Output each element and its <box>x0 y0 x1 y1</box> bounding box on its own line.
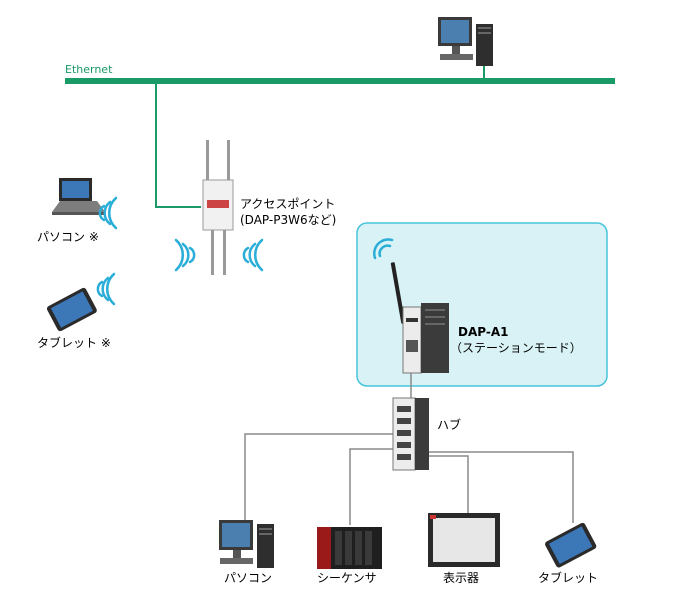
wired-tablet-label: タブレット <box>538 571 599 585</box>
ethernet-backbone <box>65 78 615 84</box>
wired-pc-label: パソコン <box>224 571 273 585</box>
hmi-display-icon <box>428 513 500 567</box>
dap-a1-mode-label: （ステーションモード） <box>450 341 582 355</box>
access-point-name-label: アクセスポイント <box>240 197 336 211</box>
wireless-waves <box>96 196 394 306</box>
dap-a1-name-label: DAP-A1 <box>458 325 509 339</box>
plc-icon <box>317 527 382 569</box>
desktop-pc-icon <box>438 17 493 66</box>
tablet-icon <box>46 287 97 332</box>
sequencer-label: シーケンサ <box>317 571 377 585</box>
hub-links <box>244 373 574 525</box>
desktop-pc-icon <box>219 520 274 568</box>
tablet-icon <box>545 522 597 568</box>
laptop-icon <box>52 178 105 215</box>
dap-a1-device-icon <box>390 262 449 374</box>
display-label: 表示器 <box>443 571 480 585</box>
switching-hub-icon <box>392 397 429 471</box>
ethernet-label: Ethernet <box>65 63 113 76</box>
hub-label: ハブ <box>437 418 462 432</box>
ethernet-drop-to-access-point <box>155 84 201 208</box>
wireless-pc-label: パソコン ※ <box>37 230 99 244</box>
access-point-model-label: (DAP-P3W6など) <box>240 213 337 227</box>
station-mode-highlight-box <box>356 222 608 387</box>
wireless-tablet-label: タブレット ※ <box>37 336 111 350</box>
access-point-icon <box>202 140 234 275</box>
